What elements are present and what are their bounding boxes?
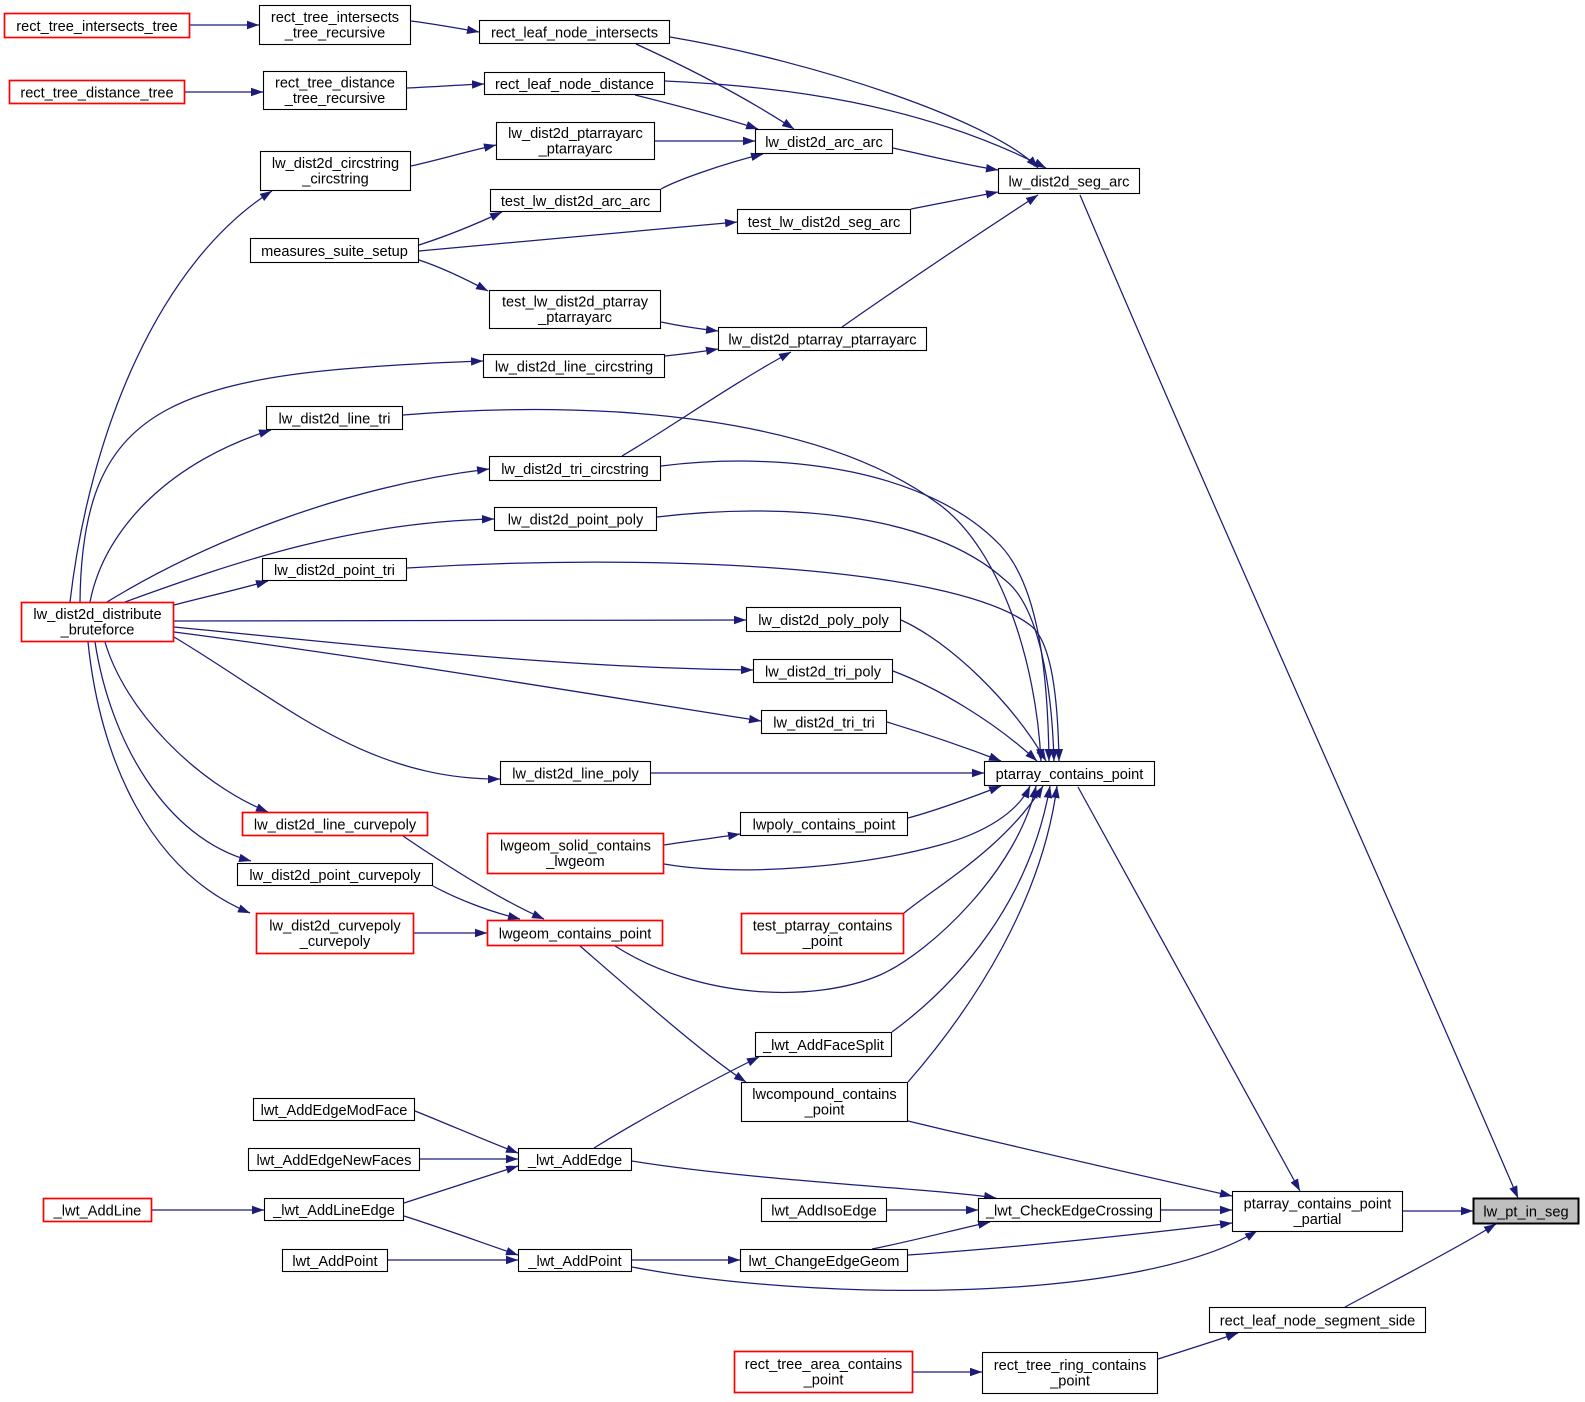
svg-text:_tree_recursive: _tree_recursive	[284, 25, 386, 41]
svg-text:lw_dist2d_ptarrayarc: lw_dist2d_ptarrayarc	[508, 126, 643, 142]
svg-text:_point: _point	[803, 1372, 844, 1388]
svg-text:test_ptarray_contains: test_ptarray_contains	[753, 919, 893, 935]
svg-text:lw_dist2d_line_circstring: lw_dist2d_line_circstring	[495, 359, 653, 375]
svg-text:lw_dist2d_poly_poly: lw_dist2d_poly_poly	[758, 613, 889, 629]
svg-text:lw_dist2d_ptarray_ptarrayarc: lw_dist2d_ptarray_ptarrayarc	[728, 332, 916, 348]
svg-text:lw_dist2d_point_curvepoly: lw_dist2d_point_curvepoly	[249, 868, 421, 884]
svg-text:lwt_AddEdgeNewFaces: lwt_AddEdgeNewFaces	[257, 1153, 412, 1169]
svg-text:test_lw_dist2d_seg_arc: test_lw_dist2d_seg_arc	[748, 215, 901, 231]
svg-text:lw_pt_in_seg: lw_pt_in_seg	[1483, 1204, 1568, 1220]
svg-text:lw_dist2d_distribute: lw_dist2d_distribute	[33, 607, 161, 623]
svg-text:lw_dist2d_point_poly: lw_dist2d_point_poly	[508, 512, 644, 528]
svg-text:ptarray_contains_point: ptarray_contains_point	[1244, 1197, 1392, 1213]
svg-text:lw_dist2d_circstring: lw_dist2d_circstring	[272, 156, 399, 172]
svg-text:lwgeom_solid_contains: lwgeom_solid_contains	[500, 839, 651, 855]
svg-text:rect_leaf_node_segment_side: rect_leaf_node_segment_side	[1220, 1313, 1416, 1329]
svg-text:_lwgeom: _lwgeom	[545, 854, 604, 870]
svg-text:_bruteforce: _bruteforce	[60, 622, 135, 638]
svg-text:lw_dist2d_point_tri: lw_dist2d_point_tri	[274, 563, 395, 579]
svg-text:lw_dist2d_line_curvepoly: lw_dist2d_line_curvepoly	[254, 817, 417, 833]
svg-text:measures_suite_setup: measures_suite_setup	[261, 244, 408, 260]
svg-text:lw_dist2d_curvepoly: lw_dist2d_curvepoly	[269, 919, 401, 935]
svg-text:ptarray_contains_point: ptarray_contains_point	[996, 767, 1144, 783]
svg-text:_ptarrayarc: _ptarrayarc	[537, 310, 612, 326]
svg-text:lwt_AddIsoEdge: lwt_AddIsoEdge	[771, 1203, 876, 1219]
svg-text:lw_dist2d_line_poly: lw_dist2d_line_poly	[512, 766, 639, 782]
svg-text:lw_dist2d_tri_tri: lw_dist2d_tri_tri	[773, 715, 874, 731]
svg-text:test_lw_dist2d_ptarray: test_lw_dist2d_ptarray	[502, 295, 649, 311]
svg-text:_lwt_AddLineEdge: _lwt_AddLineEdge	[272, 1203, 395, 1219]
svg-text:lw_dist2d_arc_arc: lw_dist2d_arc_arc	[765, 135, 883, 151]
svg-text:lwt_AddPoint: lwt_AddPoint	[292, 1254, 377, 1270]
svg-text:test_lw_dist2d_arc_arc: test_lw_dist2d_arc_arc	[501, 194, 650, 210]
svg-text:rect_tree_area_contains: rect_tree_area_contains	[745, 1357, 902, 1373]
svg-text:lwgeom_contains_point: lwgeom_contains_point	[499, 926, 652, 942]
svg-text:_ptarrayarc: _ptarrayarc	[538, 141, 613, 157]
svg-text:_lwt_AddEdge: _lwt_AddEdge	[527, 1153, 622, 1169]
svg-text:_point: _point	[804, 1102, 845, 1118]
svg-text:rect_tree_intersects_tree: rect_tree_intersects_tree	[16, 19, 177, 35]
svg-text:_lwt_AddPoint: _lwt_AddPoint	[527, 1254, 621, 1270]
svg-text:rect_tree_intersects: rect_tree_intersects	[271, 10, 399, 26]
svg-text:lw_dist2d_tri_circstring: lw_dist2d_tri_circstring	[501, 462, 649, 478]
svg-text:rect_tree_distance_tree: rect_tree_distance_tree	[20, 85, 173, 101]
svg-text:_partial: _partial	[1293, 1212, 1342, 1228]
svg-text:lw_dist2d_line_tri: lw_dist2d_line_tri	[279, 411, 391, 427]
svg-text:rect_tree_distance: rect_tree_distance	[275, 76, 395, 92]
svg-text:lw_dist2d_tri_poly: lw_dist2d_tri_poly	[765, 664, 882, 680]
svg-text:lw_dist2d_seg_arc: lw_dist2d_seg_arc	[1009, 174, 1130, 190]
svg-text:_point: _point	[1049, 1373, 1090, 1389]
svg-text:_circstring: _circstring	[301, 171, 369, 187]
svg-text:lwt_ChangeEdgeGeom: lwt_ChangeEdgeGeom	[749, 1254, 900, 1270]
svg-text:_lwt_AddFaceSplit: _lwt_AddFaceSplit	[762, 1038, 884, 1054]
svg-text:lwpoly_contains_point: lwpoly_contains_point	[753, 817, 896, 833]
svg-text:lwt_AddEdgeModFace: lwt_AddEdgeModFace	[261, 1103, 408, 1119]
svg-text:_lwt_CheckEdgeCrossing: _lwt_CheckEdgeCrossing	[985, 1203, 1153, 1219]
svg-text:_tree_recursive: _tree_recursive	[284, 91, 386, 107]
svg-text:lwcompound_contains: lwcompound_contains	[752, 1087, 896, 1103]
svg-text:_curvepoly: _curvepoly	[299, 934, 371, 950]
svg-text:rect_leaf_node_intersects: rect_leaf_node_intersects	[491, 25, 658, 41]
svg-text:_lwt_AddLine: _lwt_AddLine	[53, 1203, 142, 1219]
svg-text:rect_tree_ring_contains: rect_tree_ring_contains	[994, 1358, 1147, 1374]
svg-text:rect_leaf_node_distance: rect_leaf_node_distance	[495, 77, 654, 93]
svg-text:_point: _point	[802, 934, 843, 950]
